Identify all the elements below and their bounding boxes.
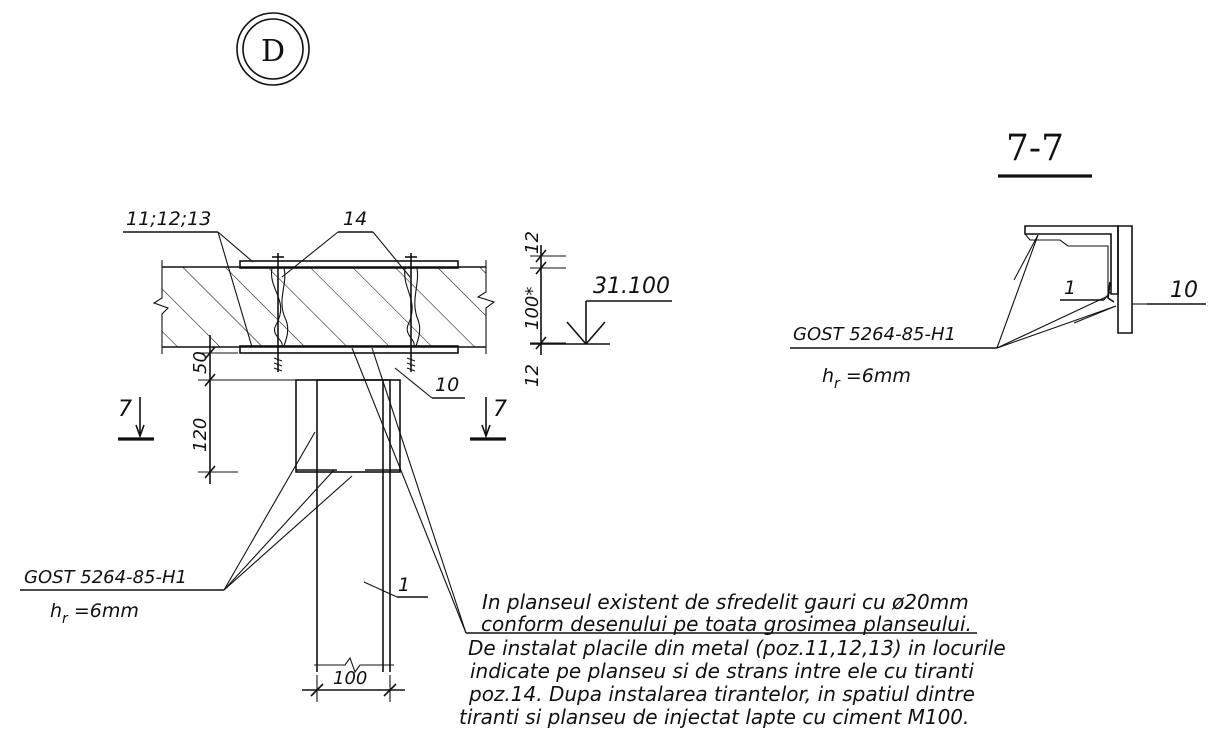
slab-break-right (476, 260, 496, 354)
section-label-pos-1: 1 (1064, 277, 1076, 299)
note-line-5: poz.14. Dupa instalarea tirantelor, in s… (468, 682, 975, 706)
dim-100: 100* (522, 287, 543, 330)
slab-break-left (152, 260, 170, 354)
section-mark-left: 7 (118, 397, 154, 441)
plate-top (239, 260, 459, 269)
note-leader (351, 347, 977, 634)
tie-rod-right (404, 253, 421, 372)
elevation-mark: 31.100 (530, 274, 672, 345)
tie-rod-left (270, 253, 289, 372)
leader-11-12-13: 11;12;13 (123, 208, 254, 348)
dim-12-top: 12 (522, 231, 543, 254)
detail-marker: D (236, 12, 310, 86)
leader-14: 14 (281, 208, 411, 278)
section-mark-left-label: 7 (118, 397, 132, 422)
label-pos-14: 14 (343, 208, 367, 230)
main-detail: 11;12;13 14 10 1 31.100 (20, 208, 977, 702)
section-title: 7-7 (998, 128, 1092, 178)
section-label-pos-10: 10 (1170, 278, 1198, 303)
section-mark-right-label: 7 (493, 397, 507, 422)
note-line-3: De instalat placile din metal (poz.11,12… (468, 636, 1006, 660)
dim-12-bottom: 12 (522, 364, 543, 387)
label-pos-11-12-13: 11;12;13 (126, 208, 211, 230)
weld-standard-left: GOST 5264-85-H1 (24, 567, 187, 588)
dim-column-width: 100 (302, 668, 405, 702)
leader-1: 1 (363, 574, 428, 598)
note-line-6: tiranti si planseu de injectat lapte cu … (459, 705, 969, 729)
section-title-text: 7-7 (1006, 128, 1064, 169)
weld-h-right: hr=6mm (822, 365, 911, 392)
label-pos-1: 1 (398, 574, 410, 596)
weld-standard-right: GOST 5264-85-H1 (793, 324, 956, 345)
weld-h-left: hr=6mm (50, 600, 139, 627)
leader-10: 10 (394, 367, 465, 399)
dim-width-100: 100 (333, 668, 367, 689)
plate-10-section (1117, 225, 1133, 334)
note-line-1: In planseul existent de sfredelit gauri … (482, 590, 969, 614)
installation-note: In planseul existent de sfredelit gauri … (459, 590, 1006, 729)
dim-plate-height: 50 120 (190, 335, 296, 484)
label-pos-10: 10 (435, 374, 459, 396)
plate-10 (295, 379, 401, 473)
elevation-value: 31.100 (593, 274, 670, 299)
column (314, 379, 394, 674)
concrete-slab (162, 267, 486, 347)
note-line-4: indicate pe planseu si de strans intre e… (470, 659, 974, 683)
dim-50: 50 (190, 351, 211, 374)
section-7-7-detail: 1 10 GOST 5264-85-H1 hr=6mm (790, 225, 1206, 392)
column-break (314, 656, 394, 674)
weld-leader-left: GOST 5264-85-H1 hr=6mm (20, 431, 353, 627)
dim-120: 120 (190, 418, 211, 452)
section-mark-right: 7 (470, 397, 507, 441)
dim-slab-thickness: 12 100* 12 (522, 231, 566, 387)
plate-bottom (239, 345, 459, 354)
detail-marker-letter: D (261, 34, 285, 69)
note-line-2: conform desenului pe toata grosimea plan… (481, 612, 972, 636)
